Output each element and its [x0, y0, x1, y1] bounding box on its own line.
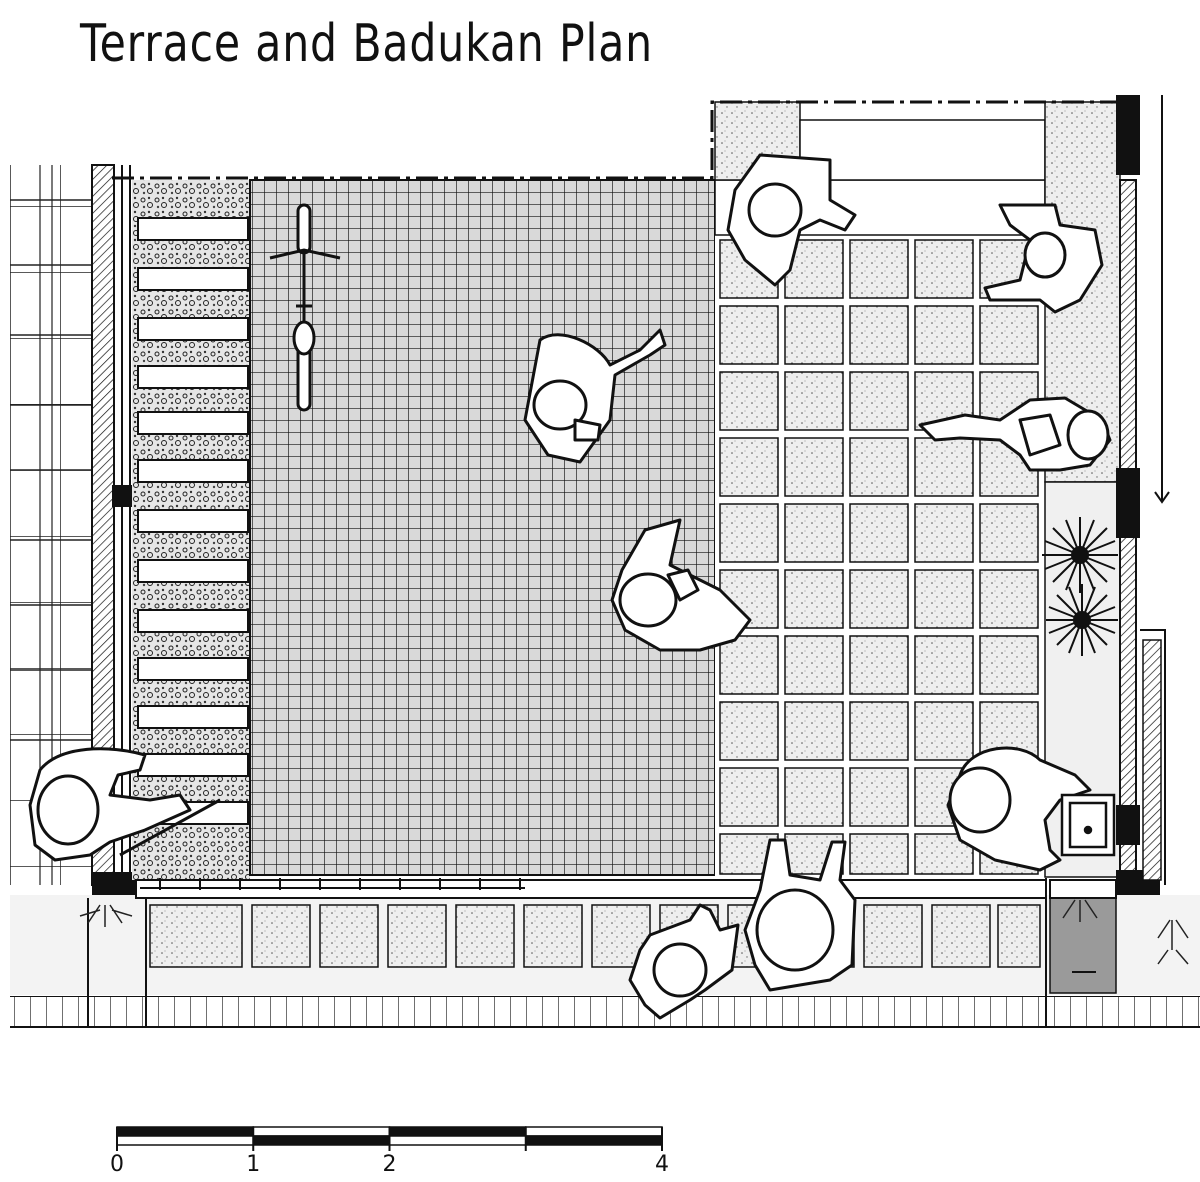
person-figure — [946, 746, 1092, 872]
scale-segment — [116, 1126, 254, 1137]
person-figure — [918, 396, 1112, 472]
railing — [140, 878, 525, 890]
plants — [1042, 517, 1118, 656]
people — [28, 153, 1112, 1020]
person-figure — [610, 518, 752, 652]
plant-icon — [1046, 584, 1118, 656]
scale-bar: 0 1 2 4 — [110, 1126, 669, 1177]
scale-tick-label: 4 — [655, 1152, 669, 1177]
stepping-strips — [132, 180, 250, 880]
boundary-line — [112, 100, 1135, 180]
scale-tick-label: 2 — [383, 1152, 397, 1177]
bicycle — [269, 203, 341, 412]
bottom-sidewalk — [10, 878, 1200, 1028]
scale-segment — [388, 1135, 527, 1146]
right-wall — [1116, 95, 1166, 898]
direction-arrow — [1154, 95, 1170, 504]
person-figure — [28, 747, 221, 862]
scale-tick-label: 1 — [246, 1152, 260, 1177]
scale-segment — [525, 1135, 663, 1146]
scale-segment — [252, 1126, 391, 1137]
person-figure — [523, 328, 667, 464]
person-figure — [983, 203, 1104, 314]
left-wall — [91, 164, 136, 900]
plant-icon — [1042, 517, 1118, 593]
scale-segment — [116, 1135, 254, 1146]
sink — [1060, 793, 1116, 857]
scale-segment — [252, 1135, 391, 1146]
scale-tick-label: 0 — [110, 1152, 124, 1177]
person-figure — [726, 153, 857, 287]
scale-segment — [388, 1126, 527, 1137]
fine-grid-terrace — [249, 179, 716, 876]
person-figure — [628, 903, 740, 1020]
person-figure — [743, 838, 857, 992]
shrubs — [79, 899, 1189, 965]
plan-title: Terrace and Badukan Plan — [80, 14, 654, 74]
scale-segment — [525, 1126, 663, 1137]
